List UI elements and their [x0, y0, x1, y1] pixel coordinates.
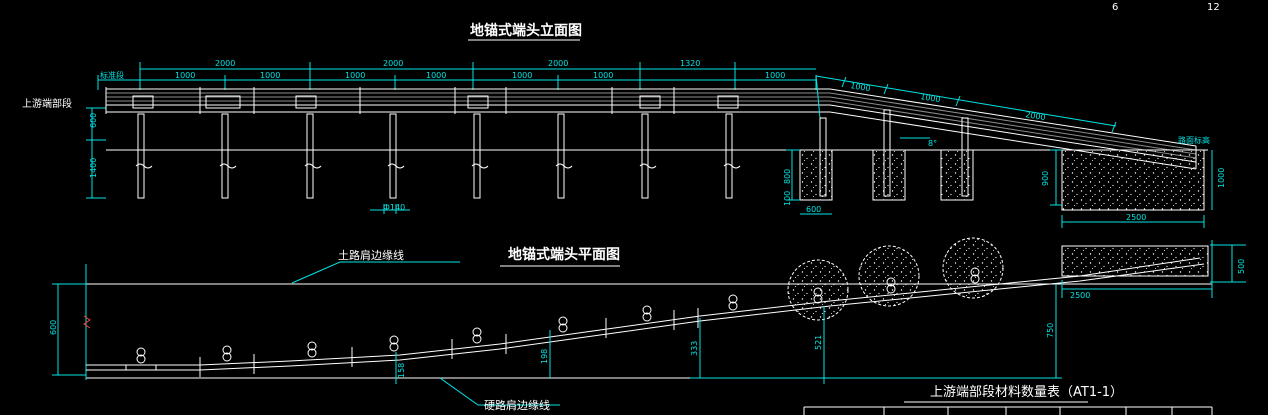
dim-sub-6: 1000: [593, 71, 613, 80]
end-label: 路面标高: [1178, 135, 1210, 145]
fdn-height-label: 800: [783, 169, 792, 184]
anchor-block-elevation: [1061, 149, 1205, 211]
dim-sub-5: 1000: [512, 71, 532, 80]
dim-slope-3: 2000: [1025, 110, 1047, 122]
offset-333: 333: [690, 341, 699, 356]
anchor-depth-label: 1000: [1217, 168, 1226, 188]
material-table: [803, 406, 1213, 415]
posts-elevation: [135, 113, 741, 199]
foundation-dims: [786, 149, 832, 215]
dim-slope-1: 1000: [850, 81, 872, 93]
offset-521: 521: [814, 335, 823, 350]
anchor-dims: [1050, 149, 1213, 228]
dim-slope-2: 1000: [920, 92, 942, 104]
dim-sub-7: 1000: [765, 71, 785, 80]
left-vertical-dims: [86, 107, 106, 199]
plan-anchor-length: 2500: [1070, 291, 1090, 300]
dim-top-2: 2000: [383, 59, 403, 68]
offset-158: 158: [397, 363, 406, 378]
slope-dimension: [815, 75, 1117, 133]
dim-top-4: 1320: [680, 59, 700, 68]
dim-sub-4: 1000: [426, 71, 446, 80]
post-width-dim: [370, 204, 410, 214]
foundations-plan: [787, 237, 1004, 321]
page-number-b: 12: [1207, 2, 1220, 13]
offset-198: 198: [540, 349, 549, 364]
plan-left-label: 600: [49, 320, 58, 335]
angle-label: 8°: [928, 139, 937, 148]
start-label: 标准段: [100, 70, 124, 80]
anchor-height-label: 900: [1041, 171, 1050, 186]
offset-dims: [395, 284, 1062, 384]
hard-line-label: 硬路肩边缘线: [484, 398, 550, 412]
dim-sub-3: 1000: [345, 71, 365, 80]
section-label: 上游端部段: [22, 97, 72, 110]
elevation-title: 地锚式端头立面图: [470, 22, 582, 39]
plan-left-dim: [52, 264, 91, 380]
dim-left-2: 1400: [89, 158, 98, 178]
guardrail-beam-elevation: [105, 74, 1197, 170]
guardrail-plan: [86, 257, 1205, 377]
plan-anchor-width: 500: [1237, 259, 1246, 274]
posts-plan: [136, 294, 738, 364]
offset-750: 750: [1046, 323, 1055, 338]
anchor-length-label: 2500: [1126, 213, 1146, 222]
dim-top-3: 2000: [548, 59, 568, 68]
fdn-offset-label: 100: [783, 191, 792, 206]
dim-sub-2: 1000: [260, 71, 280, 80]
dim-top-1: 2000: [215, 59, 235, 68]
fdn-width-label: 600: [806, 205, 821, 214]
post-width-label: Ф140: [383, 203, 405, 212]
page-number-a: 6: [1112, 2, 1118, 13]
anchor-plan-dims: [1061, 240, 1246, 298]
plan-title: 地锚式端头平面图: [508, 246, 620, 263]
foundations-elevation: [799, 109, 974, 201]
dim-left-1: 600: [89, 113, 98, 128]
dim-sub-1: 1000: [175, 71, 195, 80]
table-title: 上游端部段材料数量表（AT1-1）: [930, 385, 1123, 400]
anchor-block-plan: [1061, 245, 1209, 277]
top-dimension-chain: [97, 62, 817, 90]
soil-line-label: 土路肩边缘线: [338, 248, 404, 262]
